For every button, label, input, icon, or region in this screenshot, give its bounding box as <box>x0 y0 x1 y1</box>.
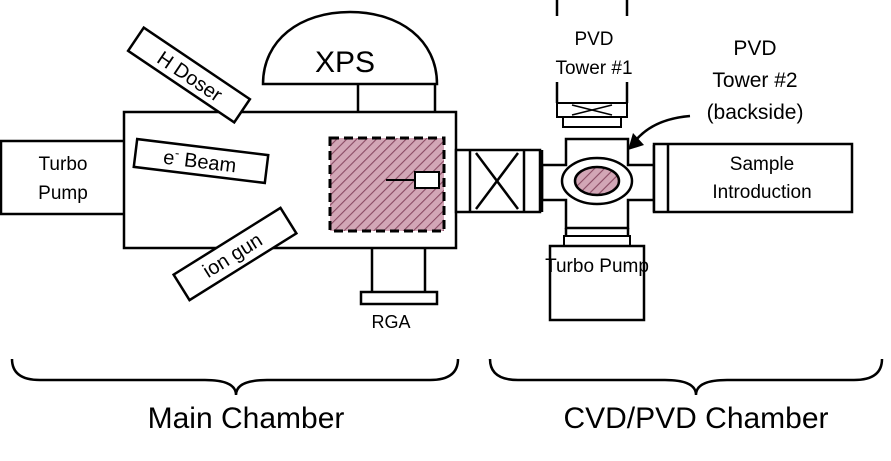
viewport-sample <box>573 165 621 197</box>
xps-dome <box>261 10 439 86</box>
turbo-pump-left-box <box>0 139 127 216</box>
sample-intro-box <box>652 142 854 214</box>
pvd-tower2-label-3: (backside) <box>707 101 804 124</box>
pvd-tower2-arrow <box>635 114 691 141</box>
pvd-tower2-label-1: PVD <box>733 37 776 60</box>
ion-gun-box <box>171 206 299 302</box>
sample-probe <box>414 171 440 189</box>
pvd-tower1-label-1: PVD <box>574 29 613 50</box>
gate-valve-cross-2 <box>475 152 519 210</box>
turbo-pump-right-flange <box>563 235 631 247</box>
main-chamber-label: Main Chamber <box>148 402 345 435</box>
h-doser-box <box>126 25 252 125</box>
rga-label: RGA <box>371 312 410 332</box>
cvd-pvd-chamber-bracket <box>488 358 884 396</box>
pvd-tower2-arrowhead <box>628 133 644 150</box>
e-beam-box <box>132 137 270 185</box>
e-beam-prefix: e <box>162 147 176 170</box>
pvd-tower1-valve-x2 <box>571 104 613 116</box>
sample-intro-label-1: Sample <box>730 154 794 175</box>
turbo-pump-right-box <box>548 244 646 322</box>
pvd-tower2-label-2: Tower #2 <box>712 69 797 92</box>
e-beam-sup: - <box>174 145 180 160</box>
pvd-tower1-flange <box>562 116 622 128</box>
turbo-pump-left-label-1: Turbo <box>39 154 88 175</box>
turbo-pump-left-label-2: Pump <box>38 183 88 204</box>
sample-intro-label-2: Introduction <box>712 182 811 203</box>
pvd-tower1-label-2: Tower #1 <box>555 58 632 79</box>
rga-flange <box>359 290 439 306</box>
xps-label: XPS <box>315 46 375 79</box>
turbo-pump-right-label: Turbo Pump <box>545 256 649 277</box>
main-chamber-bracket <box>10 358 460 396</box>
cvd-pvd-chamber-label: CVD/PVD Chamber <box>563 402 828 435</box>
